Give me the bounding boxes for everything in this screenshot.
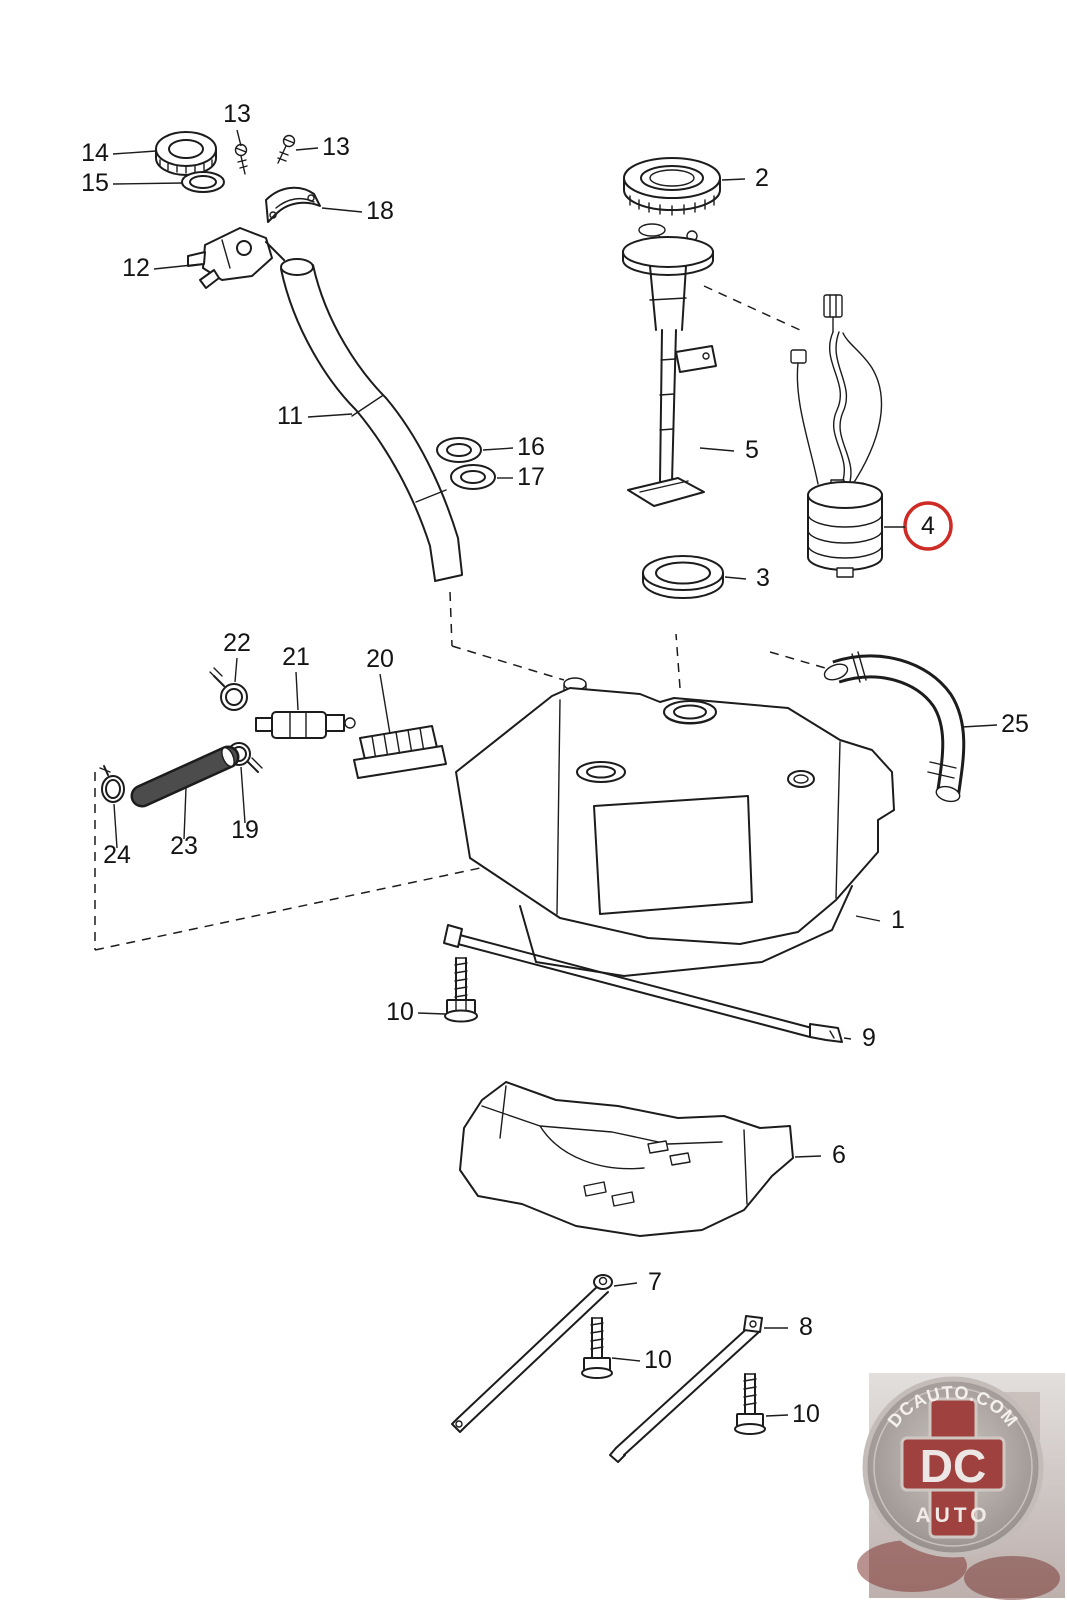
part-label-13b: 13 [322, 133, 350, 161]
filler-neck-bracket [265, 186, 321, 223]
part-label-17: 17 [517, 463, 545, 491]
part-label-9: 9 [862, 1024, 876, 1052]
highlight-circle-part-4 [903, 501, 953, 551]
part-label-1: 1 [891, 906, 905, 934]
tank-seal-ring [642, 555, 724, 599]
part-label-2: 2 [755, 164, 769, 192]
part-label-13a: 13 [223, 100, 251, 128]
part-label-23: 23 [170, 832, 198, 860]
bolt-10-front [444, 957, 478, 1023]
part-label-22: 22 [223, 629, 251, 657]
part-label-21: 21 [282, 643, 310, 671]
part-label-15: 15 [81, 169, 109, 197]
part-label-11: 11 [277, 402, 303, 430]
fuel-tank [455, 677, 895, 977]
screw-13-top [234, 143, 248, 175]
logo-inner-ring [873, 1387, 1033, 1547]
part-label-10b: 10 [644, 1346, 672, 1374]
part-label-12: 12 [122, 254, 150, 282]
hose-clamp-24 [99, 765, 125, 803]
locking-ring [623, 157, 721, 216]
part-label-4: 4 [921, 512, 935, 540]
logo-initials: DC [920, 1440, 986, 1492]
part-label-5: 5 [745, 436, 759, 464]
part-label-3: 3 [756, 564, 770, 592]
part-label-19: 19 [231, 816, 259, 844]
seal-ring-16 [436, 437, 482, 463]
fuel-pump [790, 294, 883, 578]
hose-clamp-22 [209, 667, 248, 711]
watermark-photo-detail [964, 1556, 1060, 1600]
filler-tube [280, 258, 463, 582]
part-label-6: 6 [832, 1141, 846, 1169]
cap-seal-ring [181, 171, 225, 193]
part-label-14: 14 [81, 139, 109, 167]
logo-name: AUTO [915, 1504, 990, 1527]
dcauto-watermark: DCAUTO.COM DC AUTO [857, 1373, 1065, 1600]
part-label-25: 25 [1001, 710, 1029, 738]
part-label-7: 7 [648, 1268, 662, 1296]
vent-valve [255, 711, 356, 739]
bolt-10-strap-7 [581, 1317, 613, 1379]
fuel-level-sender [622, 223, 717, 507]
tension-strap-8 [609, 1315, 763, 1463]
fuel-hose-23 [130, 745, 240, 808]
part-label-18: 18 [366, 197, 394, 225]
vent-hose-25 [823, 651, 966, 803]
part-label-24: 24 [103, 841, 131, 869]
assembly-dashed-lines [94, 285, 833, 951]
part-labels: 13 14 13 15 18 12 2 11 16 17 5 4 3 22 21… [81, 100, 1029, 1428]
part-label-10c: 10 [792, 1400, 820, 1428]
heat-shield [459, 1081, 794, 1237]
logo-cross-horizontal [900, 1436, 1006, 1492]
part-label-20: 20 [366, 645, 394, 673]
fuel-cap [155, 131, 217, 176]
bolt-10-strap-8 [734, 1373, 766, 1435]
filler-neck-head [187, 227, 285, 289]
tension-strap-7 [451, 1274, 613, 1433]
tension-strap-9 [443, 924, 843, 1043]
leader-lines [112, 129, 998, 1417]
part-label-8: 8 [799, 1313, 813, 1341]
part-label-16: 16 [517, 433, 545, 461]
part-label-10a: 10 [386, 998, 414, 1026]
seal-ring-17 [450, 464, 496, 490]
mounting-bracket-20 [353, 725, 447, 779]
screw-13-side [277, 134, 296, 164]
